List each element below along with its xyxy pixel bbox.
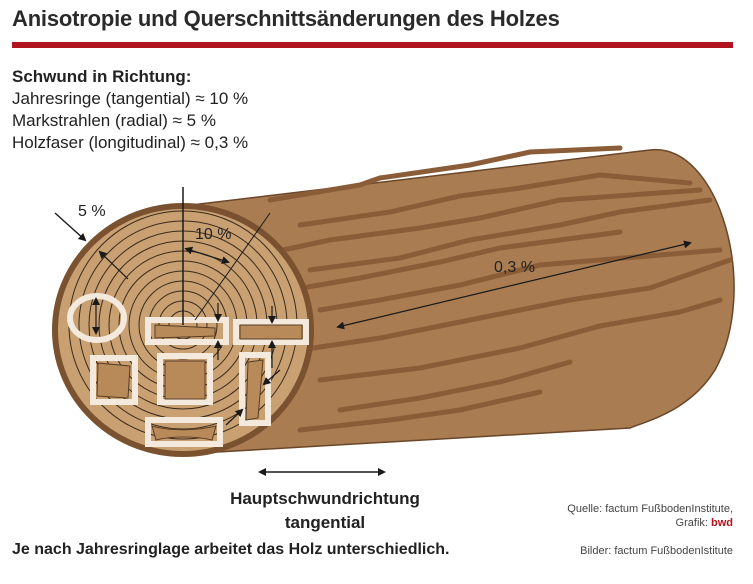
main-shrinkage-direction: Hauptschwundrichtung tangential <box>190 487 460 535</box>
legend-item-longitudinal: Holzfaser (longitudinal) ≈ 0,3 % <box>12 133 249 152</box>
longitudinal-shrinkage-label: 0,3 % <box>494 259 535 276</box>
log-end-grain <box>52 187 314 457</box>
log-body <box>182 145 735 455</box>
images-credit: Bilder: factum FußbodenIstitute <box>580 545 733 557</box>
source-line1: Quelle: factum FußbodenInstitute, <box>567 503 733 515</box>
main-direction-line2: tangential <box>284 513 366 532</box>
shrinkage-legend: Schwund in Richtung: Jahresringe (tangen… <box>12 66 248 154</box>
figure-caption: Je nach Jahresringlage arbeitet das Holz… <box>12 541 450 558</box>
title-underline <box>12 42 733 48</box>
source-credit: Quelle: factum FußbodenInstitute, Grafik… <box>567 502 733 530</box>
legend-heading: Schwund in Richtung: <box>12 67 192 86</box>
main-direction-line1: Hauptschwundrichtung <box>230 489 420 508</box>
radial-shrinkage-label: 5 % <box>78 203 106 220</box>
brand-name: bwd <box>711 517 733 529</box>
source-line2-prefix: Grafik: <box>675 517 711 529</box>
tangential-shrinkage-label: 10 % <box>195 226 232 243</box>
legend-item-radial: Markstrahlen (radial) ≈ 5 % <box>12 111 216 130</box>
page-title: Anisotropie und Querschnittsänderungen d… <box>12 6 560 31</box>
legend-item-tangential: Jahresringe (tangential) ≈ 10 % <box>12 89 249 108</box>
